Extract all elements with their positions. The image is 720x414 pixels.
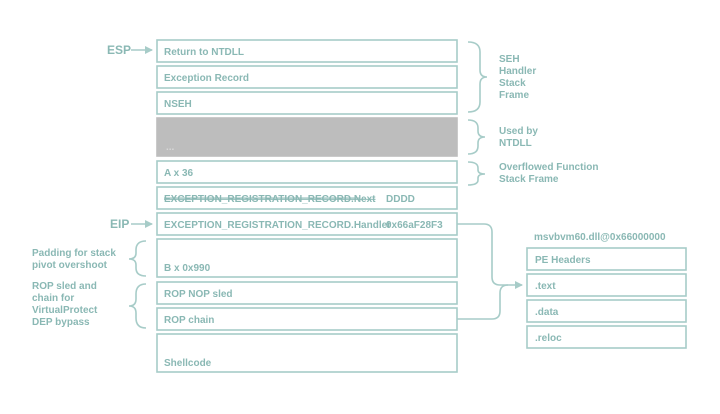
handler-to-text-connector	[457, 223, 523, 289]
seh-frame-line-1: SEH	[499, 54, 520, 65]
return-to-ntdll-box	[156, 39, 458, 63]
data-section-text: .data	[535, 307, 559, 318]
esp-label: ESP	[107, 43, 131, 57]
text-section-text: .text	[535, 281, 556, 292]
rop-nop-sled-box	[156, 281, 458, 305]
seh-frame-line-3: Stack	[499, 78, 526, 89]
exception-record-text: Exception Record	[164, 73, 249, 84]
b-fill-text: B x 0x990	[164, 263, 211, 274]
pe-headers-box	[526, 247, 687, 271]
pe-headers-text: PE Headers	[535, 255, 591, 266]
rop-nop-sled-text: ROP NOP sled	[164, 289, 233, 300]
stack-column: Return to NTDLL Exception Record NSEH ..…	[156, 39, 458, 373]
a-fill-text: A x 36	[164, 168, 194, 179]
data-section-box	[526, 299, 687, 323]
overflowed-line-2: Stack Frame	[499, 174, 559, 185]
rop-line-1: ROP sled and	[32, 281, 97, 292]
eip-label: EIP	[110, 217, 129, 231]
rop-line-2: chain for	[32, 293, 74, 304]
padding-brace	[128, 240, 147, 277]
used-by-ntdll-brace	[467, 119, 486, 155]
a-fill-box	[156, 160, 458, 184]
used-by-ntdll-line-2: NTDLL	[499, 138, 532, 149]
text-section-box	[526, 273, 687, 297]
exception-record-box	[156, 65, 458, 89]
nseh-text: NSEH	[164, 99, 192, 110]
padding-line-2: pivot overshoot	[32, 260, 108, 271]
shellcode-text: Shellcode	[164, 358, 212, 369]
reloc-section-box	[526, 325, 687, 349]
padding-line-1: Padding for stack	[32, 248, 116, 259]
rop-line-4: DEP bypass	[32, 317, 90, 328]
seh-frame-brace	[467, 41, 488, 113]
next-record-text: EXCEPTION_REGISTRATION_RECORD.Next	[164, 194, 376, 205]
nseh-box	[156, 91, 458, 115]
next-value-text: DDDD	[386, 194, 415, 205]
handler-value-text: 0x66aF28F3	[386, 220, 443, 231]
rop-line-3: VirtualProtect	[32, 305, 98, 316]
overflowed-line-1: Overflowed Function	[499, 162, 598, 173]
ntdll-reserved-text: ...	[166, 142, 175, 153]
rop-brace	[128, 283, 147, 329]
seh-frame-line-2: Handler	[499, 66, 536, 77]
rop-chain-text: ROP chain	[164, 315, 214, 326]
module-title: msvbvm60.dll@0x66000000	[534, 232, 666, 243]
ntdll-reserved-box	[156, 117, 458, 157]
seh-frame-line-4: Frame	[499, 90, 529, 101]
overflowed-brace	[467, 161, 486, 186]
handler-record-text: EXCEPTION_REGISTRATION_RECORD.Handler	[164, 220, 391, 231]
reloc-section-text: .reloc	[535, 333, 562, 344]
b-fill-box	[156, 238, 458, 278]
shellcode-box	[156, 333, 458, 373]
used-by-ntdll-line-1: Used by	[499, 126, 538, 137]
return-to-ntdll-text: Return to NTDLL	[164, 47, 244, 58]
module-map: msvbvm60.dll@0x66000000 PE Headers .text…	[526, 232, 687, 349]
rop-chain-to-text-connector	[457, 284, 509, 320]
